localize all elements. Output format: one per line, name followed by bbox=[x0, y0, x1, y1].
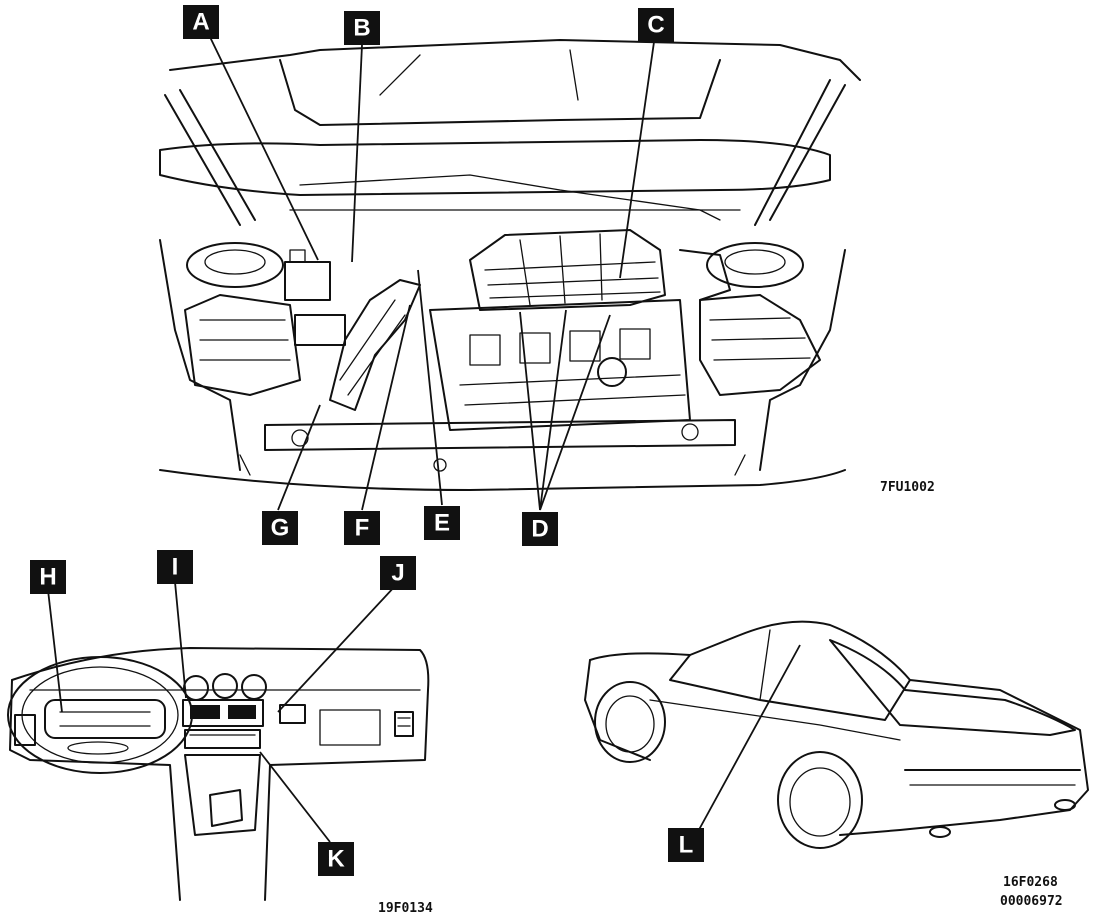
callout-a: A bbox=[183, 5, 219, 39]
callout-c-label: C bbox=[647, 12, 664, 39]
callout-a-label: A bbox=[192, 9, 209, 36]
callout-h: H bbox=[30, 560, 66, 594]
document-number: 00006972 bbox=[1000, 894, 1063, 909]
callout-g-label: G bbox=[271, 515, 290, 542]
callout-f-label: F bbox=[355, 515, 370, 542]
callout-j-label: J bbox=[391, 560, 404, 587]
callout-h-label: H bbox=[39, 564, 56, 591]
callout-i: I bbox=[157, 550, 193, 584]
callout-j: J bbox=[380, 556, 416, 590]
callout-g: G bbox=[262, 511, 298, 545]
callout-d-label: D bbox=[531, 516, 548, 543]
callout-k-label: K bbox=[327, 846, 345, 873]
engine-figure-code: 7FU1002 bbox=[880, 480, 935, 495]
engine-bay-illustration bbox=[159, 39, 861, 491]
callout-c: C bbox=[638, 8, 674, 42]
callout-l: L bbox=[668, 828, 704, 862]
dashboard-figure-code: 19F0134 bbox=[378, 901, 433, 916]
callout-e-label: E bbox=[434, 510, 450, 537]
callout-f: F bbox=[344, 511, 380, 545]
callout-k: K bbox=[318, 842, 354, 876]
callout-b: B bbox=[344, 11, 380, 45]
car-illustration bbox=[584, 620, 1089, 849]
callout-b-label: B bbox=[353, 15, 370, 42]
leader-lines bbox=[47, 36, 801, 843]
callout-l-label: L bbox=[679, 832, 694, 859]
callout-i-label: I bbox=[172, 554, 179, 581]
car-figure-code: 16F0268 bbox=[1003, 875, 1058, 890]
dashboard-illustration bbox=[7, 647, 430, 901]
callout-d: D bbox=[522, 512, 558, 546]
callout-e: E bbox=[424, 506, 460, 540]
